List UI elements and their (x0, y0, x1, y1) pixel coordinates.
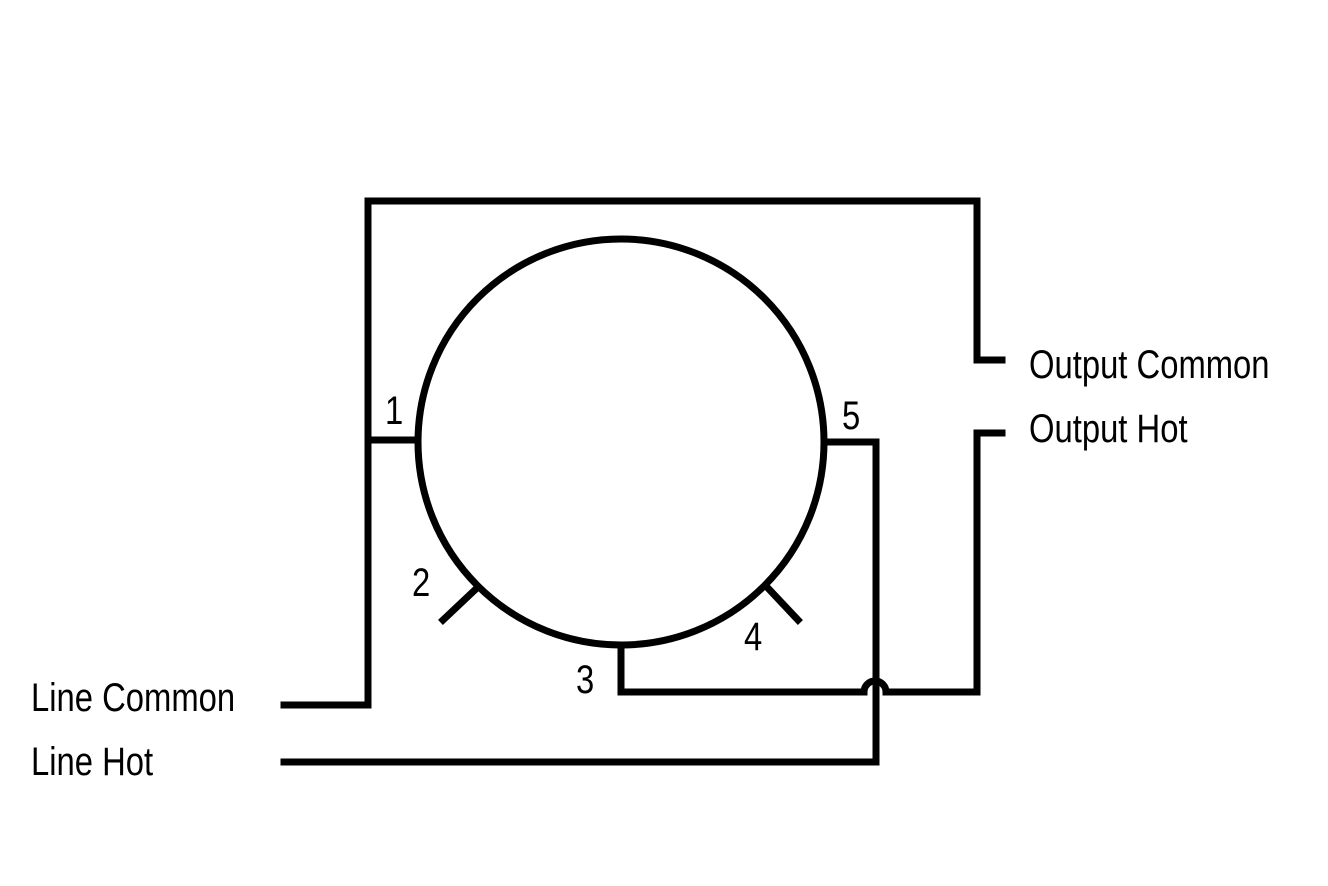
output-hot-label: Output Hot (1029, 406, 1188, 451)
wires-group (280, 197, 1006, 766)
terminal-2-number: 2 (412, 560, 430, 605)
terminal-2-stub (438, 583, 482, 625)
labels-group: 1 2 3 4 5 Output Common Output Hot Line … (31, 342, 1270, 784)
terminal-3-number: 3 (576, 657, 594, 702)
terminal-1-number: 1 (385, 388, 403, 433)
output-common-label: Output Common (1029, 342, 1270, 387)
line-common-wire (280, 197, 1006, 709)
line-common-label: Line Common (31, 675, 235, 720)
line-hot-label: Line Hot (31, 739, 153, 784)
terminal-4-stub (761, 581, 803, 625)
terminal-4-number: 4 (744, 614, 762, 659)
terminal-5-number: 5 (842, 393, 860, 438)
line-hot-wire (280, 438, 880, 766)
